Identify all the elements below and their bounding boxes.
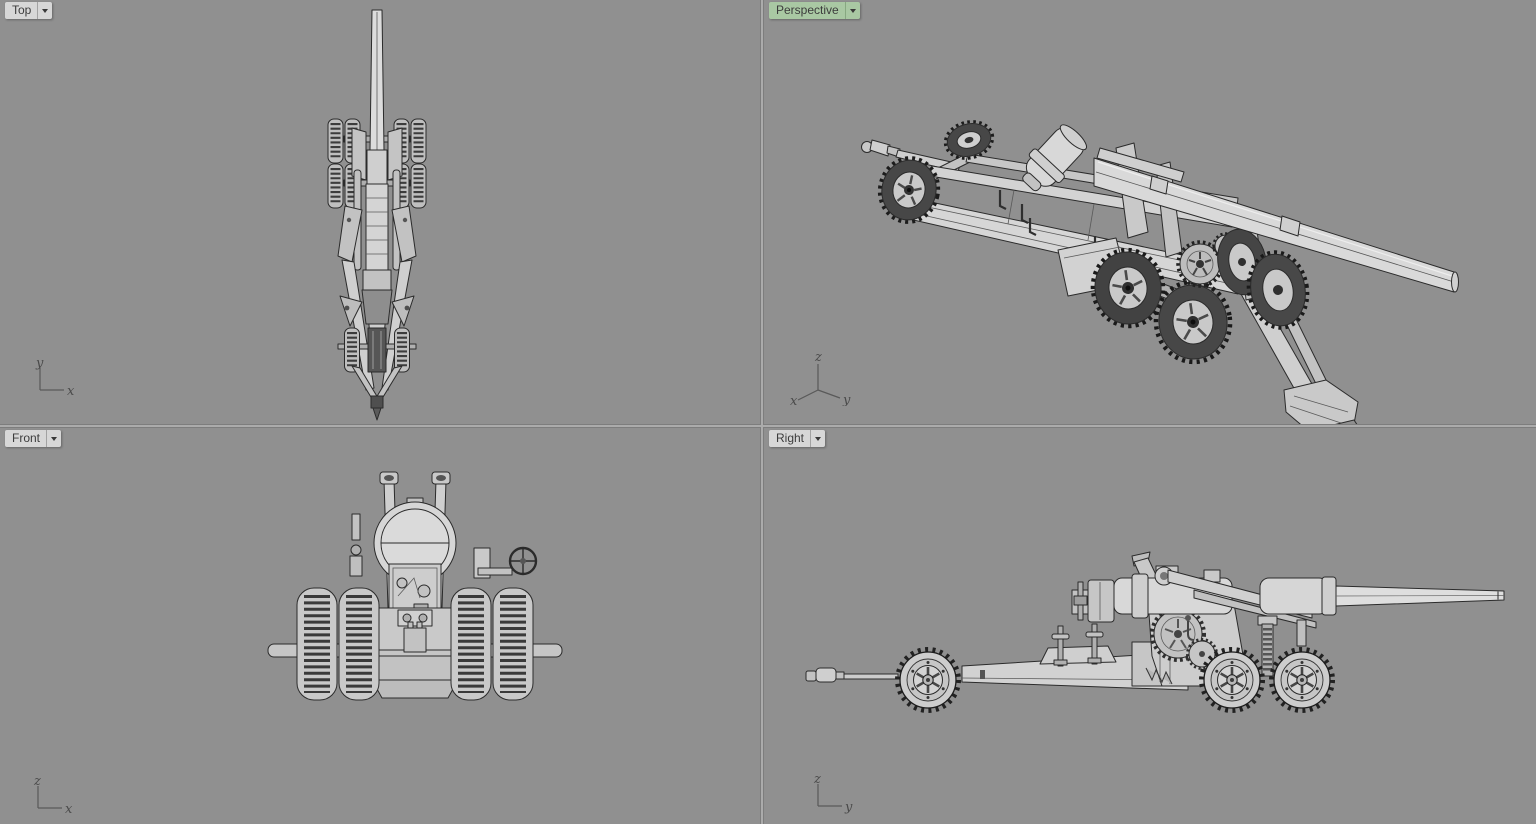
axis-label-z: z: [813, 774, 821, 787]
viewport-canvas-front[interactable]: [0, 428, 760, 824]
viewport-canvas-perspective[interactable]: [764, 0, 1536, 424]
viewport-menu-dropdown[interactable]: [37, 2, 52, 19]
viewport-menu-dropdown[interactable]: [810, 430, 825, 447]
viewport-top[interactable]: Top: [0, 0, 761, 425]
chevron-down-icon: [42, 8, 49, 13]
viewport-title-top[interactable]: Top: [5, 2, 53, 19]
viewport-title-text: Right: [776, 431, 805, 445]
viewport-title-text: Perspective: [776, 3, 839, 17]
viewport-perspective[interactable]: Perspective: [763, 0, 1536, 425]
viewport-menu-dropdown[interactable]: [46, 430, 61, 447]
axis-gizmo-top: y x: [35, 358, 75, 399]
viewport-right[interactable]: Right: [763, 427, 1536, 824]
viewport-front[interactable]: Front: [0, 427, 761, 824]
viewport-canvas-right[interactable]: [764, 428, 1536, 824]
axis-label-y: y: [842, 393, 851, 406]
axis-label-z: z: [33, 776, 41, 789]
axis-label-z: z: [814, 350, 822, 365]
axis-label-y: y: [844, 800, 853, 815]
model-top-view: [328, 9, 426, 421]
axis-label-y: y: [35, 358, 44, 371]
model-perspective-view: [861, 120, 1459, 424]
viewport-title-text: Top: [12, 3, 32, 17]
axis-gizmo-front: z x: [33, 776, 73, 817]
chevron-down-icon: [849, 8, 856, 13]
model-front-view: [267, 471, 563, 700]
axis-label-x: x: [67, 384, 75, 399]
viewport-title-perspective[interactable]: Perspective: [769, 2, 860, 19]
viewport-menu-dropdown[interactable]: [844, 2, 860, 19]
axis-label-x: x: [65, 802, 73, 817]
model-right-view: [805, 551, 1505, 711]
axis-label-x: x: [790, 394, 798, 406]
viewport-title-front[interactable]: Front: [5, 430, 62, 447]
axis-gizmo-perspective: z x y: [790, 350, 851, 406]
viewport-canvas-top[interactable]: [0, 0, 760, 424]
chevron-down-icon: [51, 436, 58, 441]
axis-gizmo-right: z y: [813, 774, 853, 815]
viewport-title-text: Front: [12, 431, 41, 445]
viewport-title-right[interactable]: Right: [769, 430, 826, 447]
chevron-down-icon: [815, 436, 822, 441]
